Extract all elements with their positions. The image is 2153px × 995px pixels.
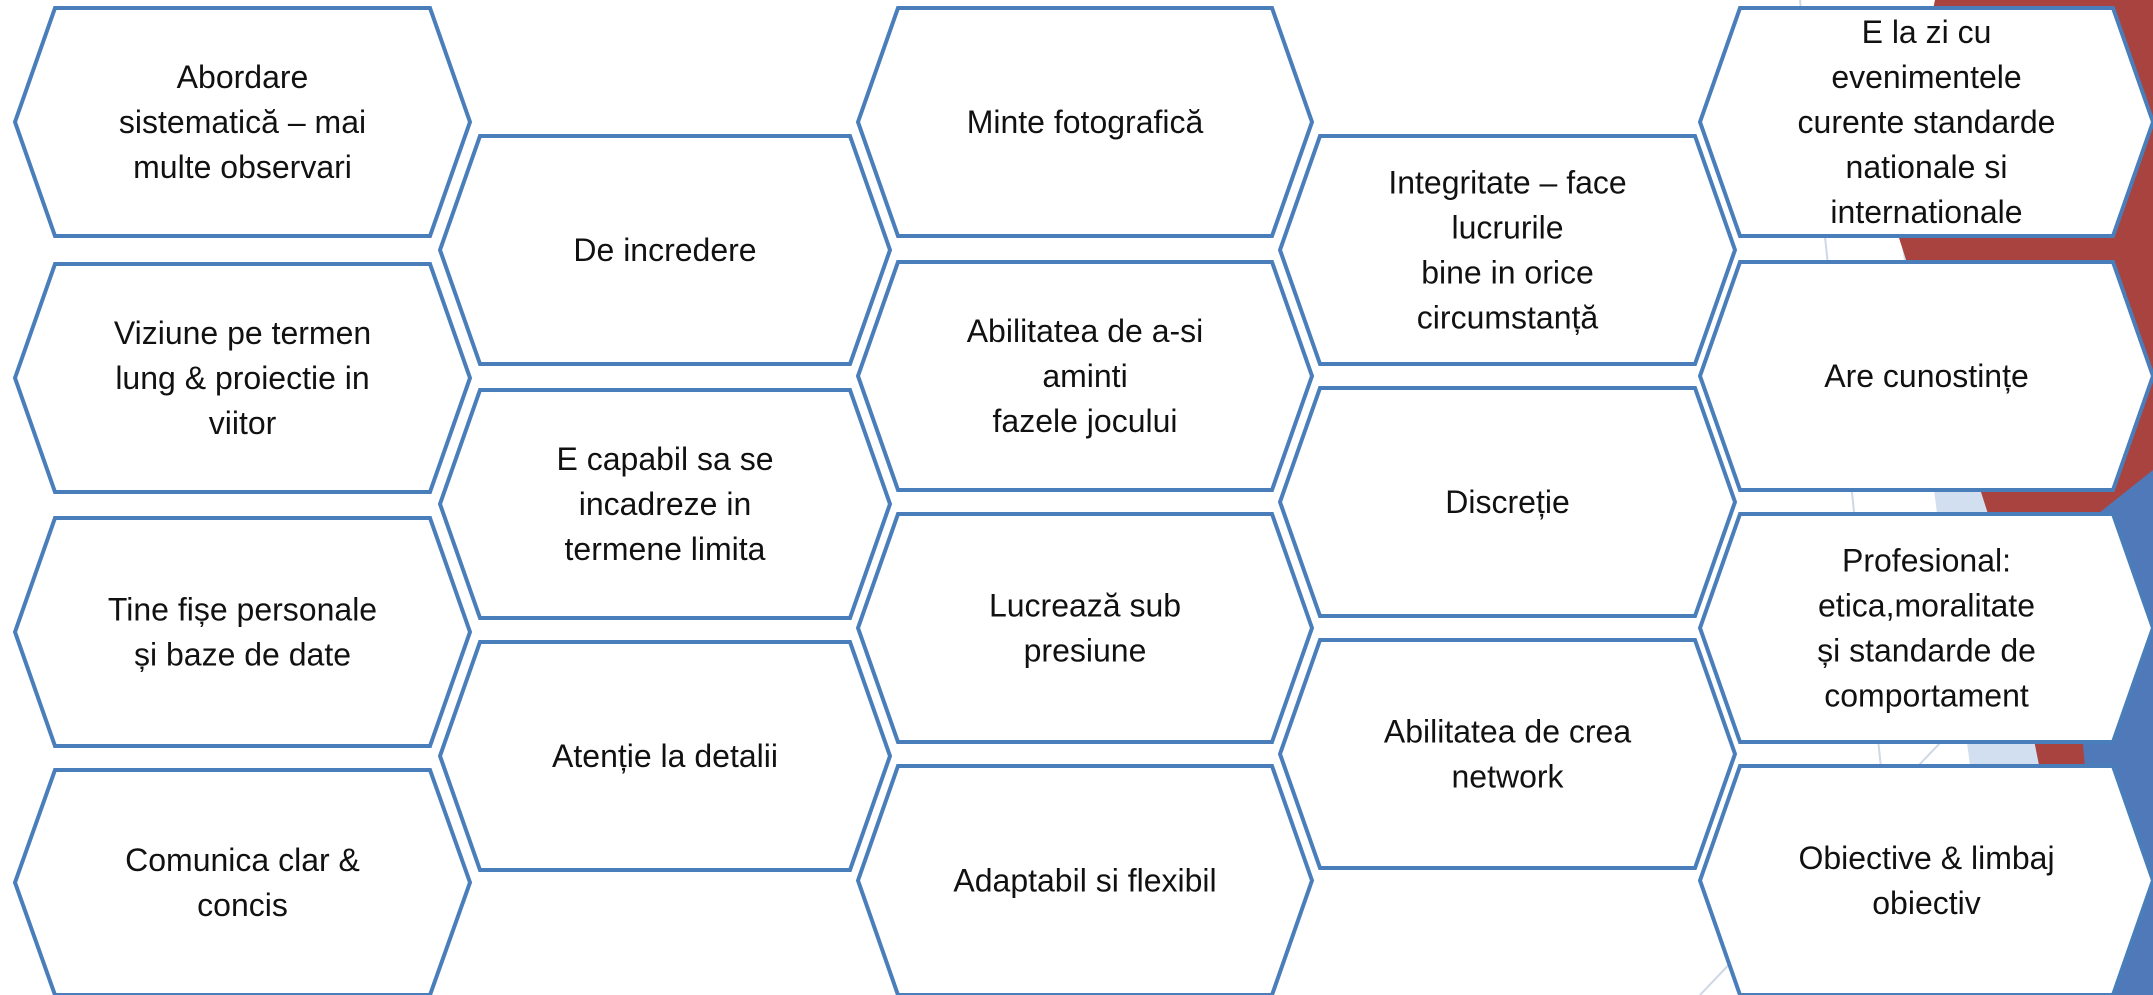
hexagon-text-line: fazele jocului: [993, 403, 1178, 439]
hexagon-text-line: E capabil sa se: [556, 441, 773, 477]
hexagon-text-line: Profesional:: [1842, 543, 2011, 579]
hexagon-text-line: și baze de date: [134, 637, 351, 673]
hexagon-shape: [1697, 512, 2153, 744]
hexagon-c3-r4: Adaptabil si flexibil: [855, 764, 1315, 995]
hexagon-shape: [437, 640, 893, 872]
hexagon-text-line: bine in orice: [1421, 255, 1594, 291]
hexagon-shape: [855, 260, 1315, 492]
hexagon-c5-r4: Obiective & limbaj obiectiv: [1697, 764, 2153, 995]
hexagon-c2-r3: Atenție la detalii: [437, 640, 893, 872]
hexagon-shape: [1697, 6, 2153, 238]
hexagon-shape: [12, 262, 473, 494]
hexagon-shape: [1697, 764, 2153, 995]
hexagon-shape: [855, 512, 1315, 744]
hexagon-text-line: Atenție la detalii: [552, 738, 778, 774]
hexagon-text-line: Abordare: [177, 59, 309, 95]
hexagon-shape: [1277, 386, 1738, 618]
hexagon-c3-r1: Minte fotografică: [855, 6, 1315, 238]
hexagon-text-line: Abilitatea de crea: [1384, 714, 1631, 750]
hexagon-shape: [437, 388, 893, 620]
hexagon-text-line: Integritate – face: [1388, 165, 1626, 201]
hexagon-c4-r2: Discreție: [1277, 386, 1738, 618]
hexagon-c3-r2: Abilitatea de a-si aminti fazele jocului: [855, 260, 1315, 492]
hexagon-text-line: și standarde de: [1817, 633, 2036, 669]
hexagon-text-line: sistematică – mai: [119, 104, 366, 140]
hexagon-shape: [1277, 638, 1738, 870]
hexagon-text-line: incadreze in: [579, 486, 752, 522]
hexagon-shape: [855, 6, 1315, 238]
hexagon-text-line: Minte fotografică: [967, 104, 1204, 140]
hexagon-text-line: obiectiv: [1872, 885, 1981, 921]
hexagon-c1-r1: Abordare sistematică – mai multe observari: [12, 6, 473, 238]
hexagon-text-line: etica,moralitate: [1818, 588, 2035, 624]
hexagon-text-line: internationale: [1830, 194, 2022, 230]
hexagon-text-line: comportament: [1824, 678, 2029, 714]
hexagon-c2-r2: E capabil sa se incadreze in termene limit…: [437, 388, 893, 620]
hexagon-shape: [12, 768, 473, 995]
hexagon-text-line: circumstanță: [1417, 300, 1599, 336]
hexagon-text-line: lucrurile: [1451, 210, 1563, 246]
hexagon-text-line: multe observari: [133, 149, 352, 185]
hexagon-shape: [437, 134, 893, 366]
hexagon-c3-r3: Lucrează sub presiune: [855, 512, 1315, 744]
hexagon-c4-r1: Integritate – face lucrurile bine in orice…: [1277, 134, 1738, 366]
hexagon-shape: [1697, 260, 2153, 492]
hexagon-text-line: Lucrează sub: [989, 588, 1181, 624]
hexagon-c5-r2: Are cunostințe: [1697, 260, 2153, 492]
hexagon-shape: [855, 764, 1315, 995]
hexagon-c5-r3: Profesional: etica,moralitate și standarde…: [1697, 512, 2153, 744]
hexagon-text-line: viitor: [209, 405, 277, 441]
hexagon-text-line: Abilitatea de a-si: [967, 313, 1204, 349]
hexagon-text-line: Obiective & limbaj: [1798, 840, 2054, 876]
hexagon-text-line: network: [1451, 759, 1564, 795]
hexagon-text-line: presiune: [1024, 633, 1147, 669]
hexagon-shape: [12, 6, 473, 238]
hexagon-text-line: termene limita: [565, 531, 766, 567]
hexagon-shape: [1277, 134, 1738, 366]
hexagon-c1-r3: Tine fișe personale și baze de date: [12, 516, 473, 748]
hexagon-text-line: nationale si: [1846, 149, 2008, 185]
hexagon-c4-r3: Abilitatea de crea network: [1277, 638, 1738, 870]
hexagon-text-line: E la zi cu: [1862, 14, 1992, 50]
hexagon-text-line: Adaptabil si flexibil: [953, 863, 1216, 899]
hexagon-text-line: curente standarde: [1798, 104, 2056, 140]
hexagon-text-line: evenimentele: [1831, 59, 2021, 95]
hexagon-c5-r1: E la zi cu evenimentele curente standarde n…: [1697, 6, 2153, 238]
hexagon-c1-r2: Viziune pe termen lung & proiectie in viit…: [12, 262, 473, 494]
hexagon-text-line: Viziune pe termen: [114, 315, 371, 351]
hexagon-shape: [12, 516, 473, 748]
hexagon-c2-r1: De incredere: [437, 134, 893, 366]
hexagon-text-line: Tine fișe personale: [108, 592, 377, 628]
hexagon-text-line: De incredere: [573, 232, 756, 268]
hexagon-text-line: Comunica clar &: [125, 842, 360, 878]
hexagon-text-line: concis: [197, 887, 288, 923]
hexagon-text-line: Discreție: [1445, 484, 1569, 520]
hexagon-text-line: aminti: [1042, 358, 1127, 394]
hexagon-c1-r4: Comunica clar & concis: [12, 768, 473, 995]
hexagon-text-line: lung & proiectie in: [115, 360, 369, 396]
hexagon-text-line: Are cunostințe: [1824, 358, 2029, 394]
